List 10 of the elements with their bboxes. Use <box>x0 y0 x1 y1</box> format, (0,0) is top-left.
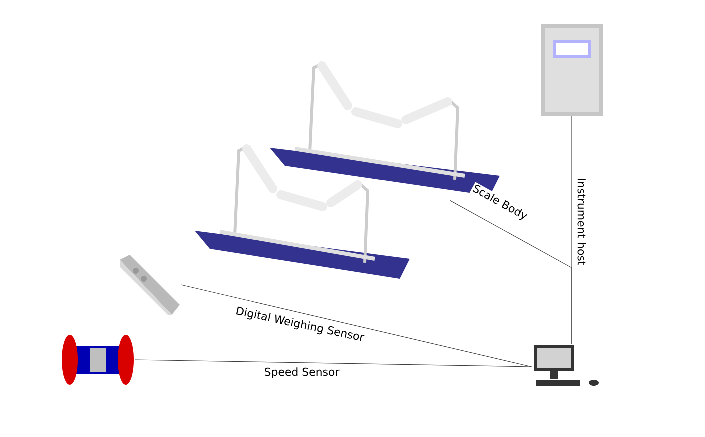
connector-line <box>180 284 532 368</box>
connector-line <box>134 360 532 368</box>
load-cell-drawing <box>120 255 180 315</box>
edge-label: Instrument host <box>576 177 588 267</box>
conveyor-scale-drawing <box>195 144 410 279</box>
instrument-cabinet-drawing <box>541 24 603 116</box>
computer-drawing <box>534 345 599 386</box>
speed-sensor-drawing <box>62 335 134 385</box>
connector-line <box>450 200 572 345</box>
edge-label: Speed Sensor <box>263 366 341 380</box>
